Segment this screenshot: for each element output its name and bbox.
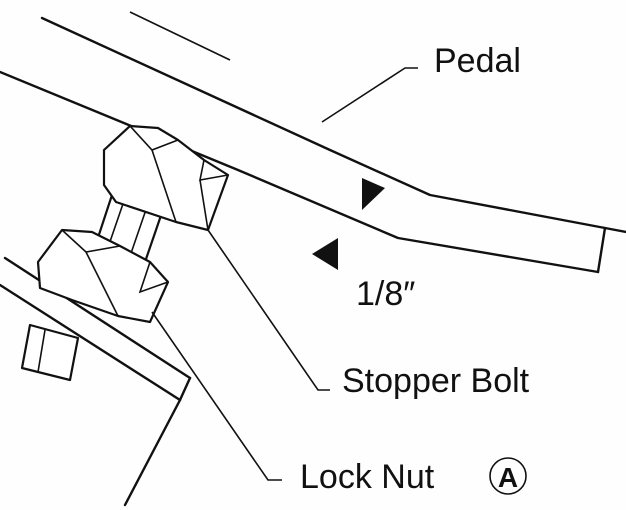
bolt-tail-line — [37, 329, 46, 373]
gap-indicator — [312, 178, 385, 270]
gap-arrow-upper — [362, 178, 385, 210]
pedal-back-edge — [129, 11, 231, 61]
stopper-bolt-tail — [20, 323, 80, 382]
pedal-end-cap — [596, 226, 607, 274]
lock-nut-label: Lock Nut — [300, 458, 435, 496]
bracket-upper-edge — [3, 256, 192, 380]
lock-nut-facet — [138, 261, 169, 294]
gap-arrow-lower — [312, 238, 338, 270]
stopper-bolt-label: Stopper Bolt — [342, 362, 530, 400]
hex-head-facet — [199, 179, 209, 231]
pedal-lower-edge — [0, 70, 600, 274]
stopper-bolt-leader-line — [207, 229, 330, 391]
bracket-end — [178, 376, 192, 402]
gap-label: 1/8″ — [356, 275, 415, 313]
marker-letter: A — [498, 462, 518, 493]
lock-nut-marker: A — [489, 457, 527, 495]
bracket-lower-edge — [0, 283, 182, 402]
pedal-leader-line — [321, 67, 418, 123]
bracket-plate — [0, 256, 192, 507]
lock-nut-facet — [85, 251, 119, 317]
pedal-upper-edge — [40, 16, 626, 234]
hex-head-facet — [151, 149, 177, 223]
lock-nut-leader-line — [151, 311, 282, 481]
marker-circle — [489, 457, 527, 495]
pedal-arm — [0, 11, 626, 274]
bracket-support — [123, 398, 182, 507]
pedal-label: Pedal — [434, 42, 521, 80]
stopper-bolt-assembly — [20, 124, 230, 382]
